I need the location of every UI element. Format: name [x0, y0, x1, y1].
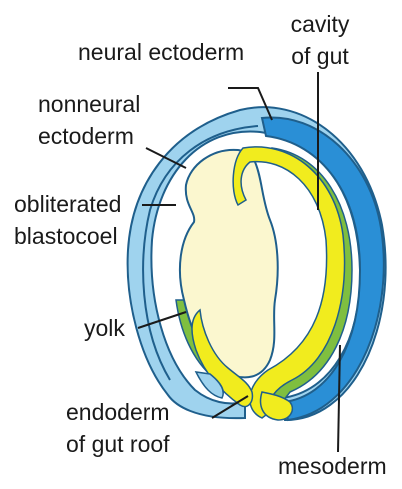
- label-mesoderm: mesoderm: [278, 453, 387, 479]
- label-cavity-line2: of gut: [291, 43, 349, 69]
- label-cavity-line1: cavity: [291, 11, 350, 37]
- label-nonneural-line1: nonneural: [38, 91, 140, 117]
- label-nonneural-line2: ectoderm: [38, 123, 134, 149]
- label-endoderm-line1: endoderm: [66, 399, 170, 425]
- label-obliterated-line1: obliterated: [14, 191, 121, 217]
- label-endoderm-line2: of gut roof: [66, 431, 170, 457]
- label-obliterated-line2: blastocoel: [14, 223, 118, 249]
- label-neural-ectoderm: neural ectoderm: [78, 39, 244, 65]
- label-yolk: yolk: [84, 315, 125, 341]
